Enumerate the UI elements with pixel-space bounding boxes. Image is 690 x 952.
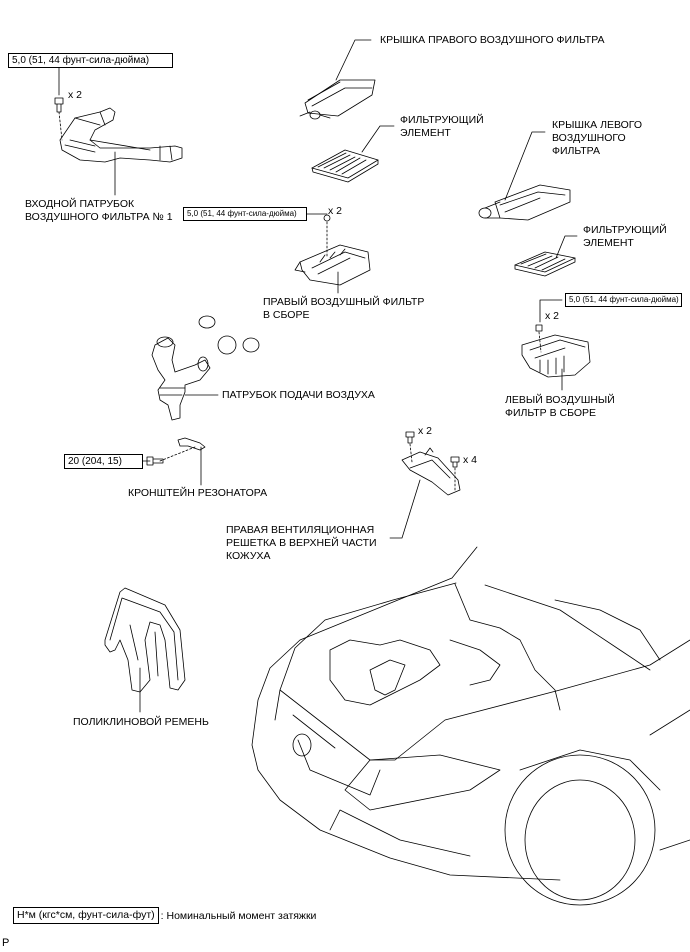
label-inlet-duct: ВХОДНОЙ ПАТРУБОК ВОЗДУШНОГО ФИЛЬТРА № 1 <box>25 198 173 224</box>
car-illustration <box>251 546 690 906</box>
left-cover-illustration <box>478 184 571 221</box>
legend-box: Н*м (кгс*см, фунт-сила-фут) <box>13 907 159 924</box>
right-element-illustration <box>311 149 379 183</box>
bolt-icon <box>146 456 164 466</box>
label-line: ЭЛЕМЕНТ <box>583 237 634 249</box>
label-line: ФИЛЬТРУЮЩИЙ <box>400 114 484 126</box>
qty-grille-clips-b: x 4 <box>463 454 478 466</box>
intake-pipe-illustration <box>151 336 211 421</box>
label-line: ВХОДНОЙ ПАТРУБОК <box>25 198 135 210</box>
label-left-assy: ЛЕВЫЙ ВОЗДУШНЫЙ ФИЛЬТР В СБОРЕ <box>505 394 615 420</box>
label-intake-pipe: ПАТРУБОК ПОДАЧИ ВОЗДУХА <box>222 389 375 401</box>
label-line: ВОЗДУШНОГО ФИЛЬТРА № 1 <box>25 211 173 223</box>
inlet-duct-illustration <box>59 107 183 163</box>
label-line: ПРАВЫЙ ВОЗДУШНЫЙ ФИЛЬТР <box>263 296 425 308</box>
label-line: ФИЛЬТРА <box>552 145 600 157</box>
fastener-dashes <box>58 111 542 491</box>
label-line: В СБОРЕ <box>263 309 310 321</box>
label-line: ФИЛЬТР В СБОРЕ <box>505 407 597 419</box>
leader-lines <box>58 39 578 713</box>
torque-box-bracket: 20 (204, 15) <box>64 454 143 469</box>
label-line: КРЫШКА ЛЕВОГО <box>552 119 643 131</box>
label-line: ЛЕВЫЙ ВОЗДУШНЫЙ <box>505 394 615 406</box>
label-line: ФИЛЬТРУЮЩИЙ <box>583 224 667 236</box>
qty-left-assy-nuts: x 2 <box>545 310 560 322</box>
label-right-element: ФИЛЬТРУЮЩИЙ ЭЛЕМЕНТ <box>400 114 484 140</box>
clip-icon <box>450 456 460 468</box>
corner-mark: P <box>2 937 10 949</box>
hose-clamp-icon <box>198 315 260 355</box>
torque-box-left-assy: 5,0 (51, 44 фунт-сила-дюйма) <box>565 293 682 307</box>
torque-box-right-assy: 5,0 (51, 44 фунт-сила-дюйма) <box>183 207 307 221</box>
label-right-cover: КРЫШКА ПРАВОГО ВОЗДУШНОГО ФИЛЬТРА <box>380 34 605 46</box>
label-line: ВОЗДУШНОГО <box>552 132 626 144</box>
right-assy-illustration <box>294 244 371 286</box>
qty-grille-clips-a: x 2 <box>418 425 433 437</box>
label-line: ЭЛЕМЕНТ <box>400 127 451 139</box>
label-line: РЕШЕТКА В ВЕРХНЕЙ ЧАСТИ <box>226 537 377 549</box>
right-cover-illustration <box>299 79 376 120</box>
label-line: ПРАВАЯ ВЕНТИЛЯЦИОННАЯ <box>226 524 375 536</box>
torque-box-inlet-duct: 5,0 (51, 44 фунт-сила-дюйма) <box>8 53 173 68</box>
nut-icon <box>535 324 543 332</box>
label-right-assy: ПРАВЫЙ ВОЗДУШНЫЙ ФИЛЬТР В СБОРЕ <box>263 296 424 322</box>
label-left-element: ФИЛЬТРУЮЩИЙ ЭЛЕМЕНТ <box>583 224 667 250</box>
cowl-grille-illustration <box>401 447 461 496</box>
left-element-illustration <box>514 251 576 277</box>
label-v-ribbed-belt: ПОЛИКЛИНОВОЙ РЕМЕНЬ <box>73 716 209 728</box>
label-line: КОЖУХА <box>226 550 271 562</box>
legend: Н*м (кгс*см, фунт-сила-фут) : Номинальны… <box>13 907 316 924</box>
nut-icon <box>323 214 331 222</box>
resonator-bracket-illustration <box>177 437 206 451</box>
label-resonator-bracket: КРОНШТЕЙН РЕЗОНАТОРА <box>128 487 268 499</box>
bolt-icon <box>54 97 64 113</box>
qty-right-assy-nuts: x 2 <box>328 205 343 217</box>
qty-inlet-duct-bolts: x 2 <box>68 89 83 101</box>
legend-text: : Номинальный момент затяжки <box>160 909 317 922</box>
belt-illustration <box>104 587 186 693</box>
left-assy-illustration <box>521 334 591 378</box>
label-cowl-grille: ПРАВАЯ ВЕНТИЛЯЦИОННАЯ РЕШЕТКА В ВЕРХНЕЙ … <box>226 524 377 563</box>
label-left-cover: КРЫШКА ЛЕВОГО ВОЗДУШНОГО ФИЛЬТРА <box>552 119 642 158</box>
clip-icon <box>405 431 415 444</box>
